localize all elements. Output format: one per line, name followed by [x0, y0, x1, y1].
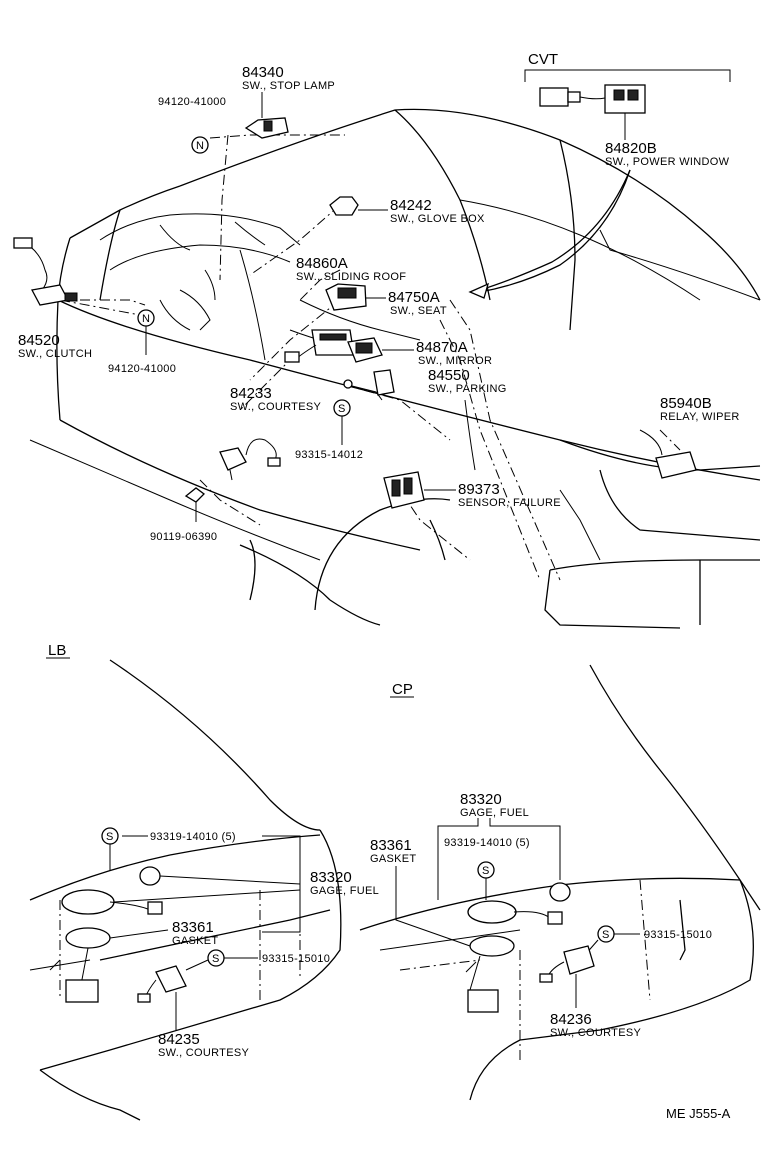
part-name-84242: SW., GLOVE BOX: [390, 213, 485, 225]
part-name-84860a: SW., SLIDING ROOF: [296, 271, 406, 283]
part-number-89373: 89373: [458, 481, 500, 498]
part-name-89373: SENSOR, FAILURE: [458, 497, 561, 509]
part-84340: 84340 SW., STOP LAMP 94120-41000 N: [158, 64, 335, 154]
part-number-lb-83320: 83320: [310, 869, 352, 886]
part-number-84550: 84550: [428, 367, 470, 384]
cvt-group: CVT 84820B SW., POWER WINDOW: [468, 51, 731, 299]
part-84242: 84242 SW., GLOVE BOX: [329, 196, 485, 225]
part-number-84820b: 84820B: [605, 140, 657, 157]
part-name-84820b: SW., POWER WINDOW: [605, 156, 730, 168]
part-name-cp-83320: GAGE, FUEL: [460, 807, 529, 819]
part-name-84340: SW., STOP LAMP: [242, 80, 335, 92]
cp-label: CP: [392, 681, 413, 698]
marker-s-cp-a: S: [482, 865, 489, 877]
cvt-label: CVT: [528, 51, 558, 68]
part-number-lb-93319: 93319-14010 (5): [150, 831, 236, 843]
part-number-90119-06390: 90119-06390: [150, 531, 217, 543]
marker-s-lb-b: S: [212, 953, 219, 965]
part-number-94120-b: 94120-41000: [108, 363, 176, 375]
marker-n-b: N: [142, 313, 150, 325]
lb-group: LB S 93319-14010 (5) 83320 GAGE, FUEL 83…: [29, 642, 379, 1121]
part-name-lb-83320: GAGE, FUEL: [310, 885, 379, 897]
marker-s-cp-b: S: [602, 929, 609, 941]
part-84233: 84233 SW., COURTESY S 93315-14012: [219, 385, 363, 481]
part-name-cp-84236: SW., COURTESY: [550, 1027, 641, 1039]
marker-s-lb-a: S: [106, 831, 113, 843]
part-number-84860a: 84860A: [296, 255, 348, 272]
diagram-code: ME J555-A: [666, 1106, 731, 1121]
part-name-lb-84235: SW., COURTESY: [158, 1047, 249, 1059]
part-name-84520: SW., CLUTCH: [18, 348, 92, 360]
part-number-cp-93315: 93315-15010: [644, 929, 712, 941]
cp-group: CP 83320 GAGE, FUEL 83361 GASKET 93319-1…: [359, 664, 761, 1101]
part-number-cp-83361: 83361: [370, 837, 412, 854]
part-number-cp-93319: 93319-14010 (5): [444, 837, 530, 849]
part-number-84233: 84233: [230, 385, 272, 402]
part-84750a: 84750A SW., SEAT: [325, 283, 447, 317]
part-number-84870a: 84870A: [416, 339, 468, 356]
part-number-lb-93315: 93315-15010: [262, 953, 330, 965]
part-number-84242: 84242: [390, 197, 432, 214]
part-name-84233: SW., COURTESY: [230, 401, 321, 413]
part-84860a: 84860A SW., SLIDING ROOF: [284, 255, 406, 363]
part-number-cp-84236: 84236: [550, 1011, 592, 1028]
marker-n-a: N: [196, 140, 204, 152]
part-name-cp-83361: GASKET: [370, 853, 416, 865]
part-number-cp-83320: 83320: [460, 791, 502, 808]
part-number-lb-84235: 84235: [158, 1031, 200, 1048]
part-90119: 90119-06390: [150, 487, 217, 543]
part-name-84550: SW., PARKING: [428, 383, 507, 395]
leader-lines-upper: [59, 134, 681, 581]
lb-label: LB: [48, 642, 66, 659]
part-number-85940b: 85940B: [660, 395, 712, 412]
part-89373: 89373 SENSOR, FAILURE: [383, 471, 561, 509]
part-84550: 84550 SW., PARKING: [343, 367, 507, 401]
part-84870a: 84870A SW., MIRROR: [347, 337, 492, 367]
part-number-93315-14012: 93315-14012: [295, 449, 363, 461]
part-number-84750a: 84750A: [388, 289, 440, 306]
part-name-85940b: RELAY, WIPER: [660, 411, 740, 423]
part-number-lb-83361: 83361: [172, 919, 214, 936]
part-number-84520: 84520: [18, 332, 60, 349]
part-number-94120-a: 94120-41000: [158, 96, 226, 108]
part-number-84340: 84340: [242, 64, 284, 81]
marker-s-upper: S: [338, 403, 345, 415]
part-name-lb-83361: GASKET: [172, 935, 218, 947]
part-84520: 84520 SW., CLUTCH N 94120-41000: [13, 237, 176, 375]
part-name-84750a: SW., SEAT: [390, 305, 447, 317]
part-85940b: 85940B RELAY, WIPER: [639, 395, 740, 479]
part-name-84870a: SW., MIRROR: [418, 355, 492, 367]
